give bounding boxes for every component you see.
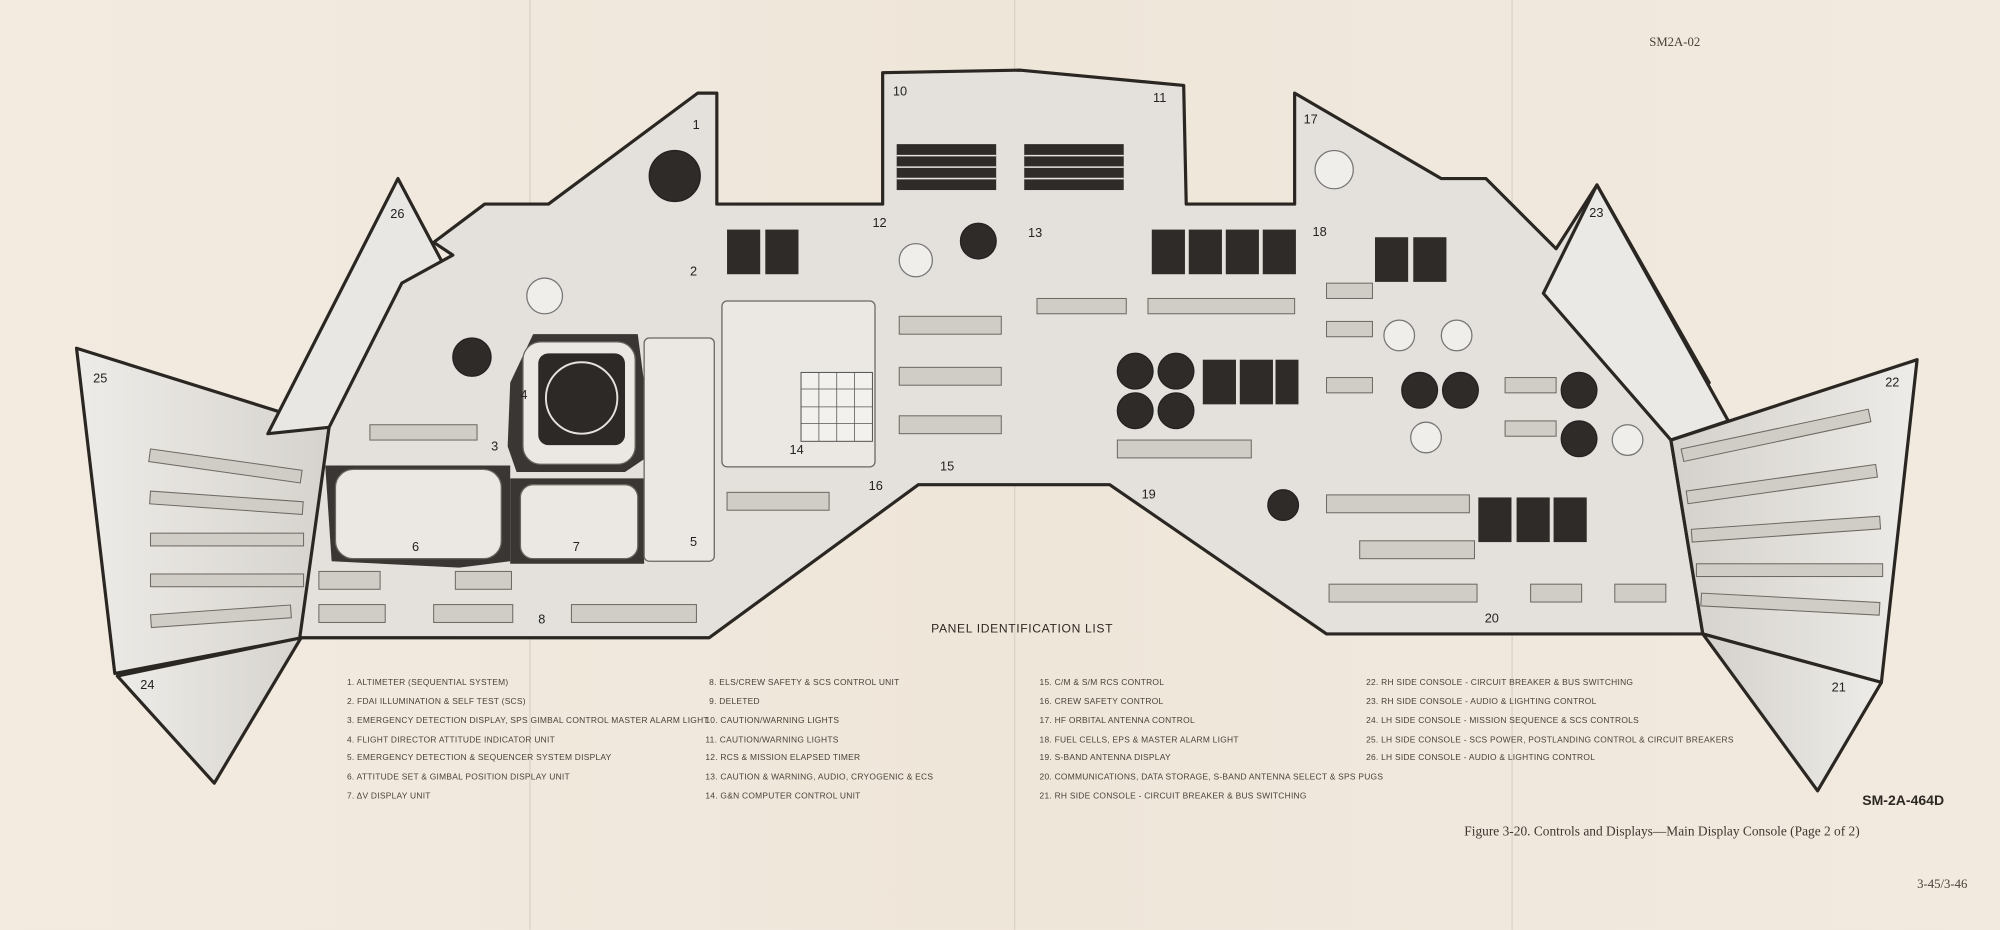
panel-number: 4	[520, 389, 528, 404]
panel-number: 14	[789, 443, 804, 458]
panel-number: 17	[1303, 113, 1318, 128]
list-item: 21. RH SIDE CONSOLE - CIRCUIT BREAKER & …	[1039, 792, 1307, 802]
panel-number: 11	[1153, 91, 1167, 106]
panel-21	[1701, 632, 1883, 793]
list-item: 16. CREW SAFETY CONTROL	[1039, 697, 1164, 707]
list-item: 7. ΔV DISPLAY UNIT	[346, 792, 431, 802]
panel-list-title: PANEL IDENTIFICATION LIST	[931, 622, 1114, 637]
list-item: 25. LH SIDE CONSOLE - SCS POWER, POSTLAN…	[1366, 735, 1734, 745]
panel-number: 5	[690, 535, 698, 550]
panel-number: 19	[1141, 488, 1156, 503]
panel-number: 25	[93, 372, 108, 387]
list-item: 23. RH SIDE CONSOLE - AUDIO & LIGHTING C…	[1366, 697, 1597, 707]
list-item: 15. C/M & S/M RCS CONTROL	[1039, 678, 1165, 688]
list-item: 2. FDAI ILLUMINATION & SELF TEST (SCS)	[346, 697, 526, 707]
meter-blocks	[727, 229, 1587, 543]
panel-number: 18	[1312, 225, 1327, 240]
gauges	[452, 149, 1598, 522]
panel-number: 15	[940, 460, 955, 475]
list-item: 13. CAUTION & WARNING, AUDIO, CRYOGENIC …	[705, 772, 934, 782]
panel-number: 2	[690, 265, 698, 280]
list-item: 9. DELETED	[709, 697, 760, 707]
list-item: 10. CAUTION/WARNING LIGHTS	[705, 716, 840, 726]
panel-24	[115, 636, 303, 785]
list-item: 1. ALTIMETER (SEQUENTIAL SYSTEM)	[346, 678, 509, 688]
drawing-code: SM-2A-464D	[1862, 793, 1945, 809]
panel-number: 10	[892, 85, 908, 100]
panel-number: 20	[1484, 612, 1499, 627]
list-item: 11. CAUTION/WARNING LIGHTS	[705, 735, 839, 745]
panel-number: 1	[692, 118, 700, 133]
figure-caption: Figure 3-20. Controls and Displays—Main …	[1464, 825, 1860, 840]
list-item: 22. RH SIDE CONSOLE - CIRCUIT BREAKER & …	[1366, 678, 1634, 688]
switch-rows	[148, 282, 1884, 629]
panel-number: 22	[1885, 376, 1900, 391]
list-item: 19. S-BAND ANTENNA DISPLAY	[1039, 753, 1171, 763]
list-item: 8. ELS/CREW SAFETY & SCS CONTROL UNIT	[709, 678, 900, 688]
panel-number: 16	[868, 479, 883, 494]
panel-number: 23	[1589, 206, 1604, 221]
list-item: 17. HF ORBITAL ANTENNA CONTROL	[1039, 716, 1195, 726]
page-number: 3-45/3-46	[1917, 877, 1968, 892]
list-item: 6. ATTITUDE SET & GIMBAL POSITION DISPLA…	[346, 772, 570, 782]
list-item: 12. RCS & MISSION ELAPSED TIMER	[705, 753, 861, 763]
panel-number: 6	[411, 540, 420, 555]
list-item: 4. FLIGHT DIRECTOR ATTITUDE INDICATOR UN…	[346, 735, 556, 745]
list-item: 14. G&N COMPUTER CONTROL UNIT	[705, 792, 861, 802]
panel-number: 26	[390, 207, 405, 222]
panel-number: 8	[538, 613, 546, 628]
list-item: 18. FUEL CELLS, EPS & MASTER ALARM LIGHT	[1039, 735, 1239, 745]
list-item: 20. COMMUNICATIONS, DATA STORAGE, S-BAND…	[1039, 772, 1384, 782]
panel-number: 21	[1831, 681, 1846, 696]
list-item: 24. LH SIDE CONSOLE - MISSION SEQUENCE &…	[1366, 716, 1639, 726]
rotary-knobs	[526, 149, 1644, 456]
list-item: 5. EMERGENCY DETECTION & SEQUENCER SYSTE…	[346, 753, 612, 763]
document-id: SM2A-02	[1649, 35, 1701, 50]
list-item: 26. LH SIDE CONSOLE - AUDIO & LIGHTING C…	[1366, 753, 1596, 763]
panel-number: 7	[572, 540, 580, 555]
panel-number: 12	[872, 216, 887, 231]
panel-number: 13	[1028, 227, 1043, 242]
list-item: 3. EMERGENCY DETECTION DISPLAY, SPS GIMB…	[346, 716, 709, 726]
panel-number: 3	[491, 440, 499, 455]
panel-number: 24	[140, 678, 155, 693]
